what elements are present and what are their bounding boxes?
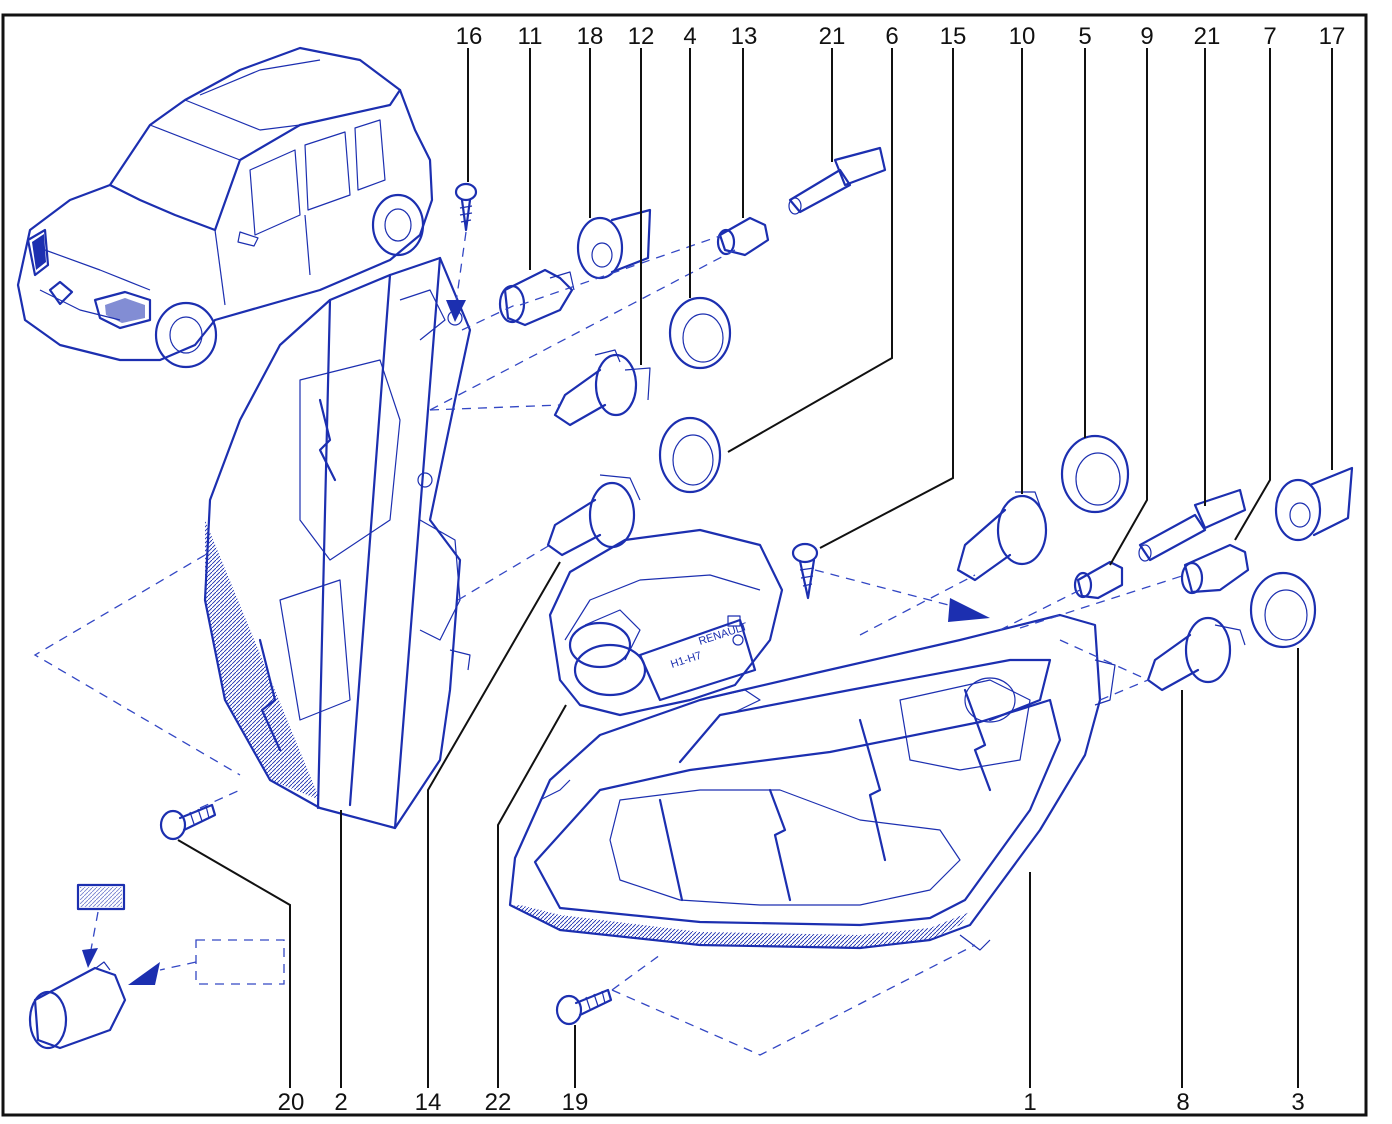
label-8: 8: [1176, 1089, 1189, 1116]
bulb-holder-21-top: [788, 146, 887, 215]
label-11: 11: [518, 23, 543, 50]
bulb-holder-18: [576, 208, 652, 280]
screw-15: [791, 542, 819, 600]
halogen-bulb-10: [956, 491, 1048, 582]
bulb-7: [1180, 543, 1250, 595]
bulb-detail-inset: [28, 883, 285, 1050]
top-part-labels: 16 11 18 12 4 13 21 6 15 10 5 9 21 7 17: [456, 23, 1346, 50]
label-16: 16: [456, 23, 483, 50]
label-2: 2: [334, 1089, 347, 1116]
label-7: 7: [1263, 23, 1276, 50]
label-18: 18: [577, 23, 604, 50]
label-22: 22: [485, 1089, 512, 1116]
label-6: 6: [885, 23, 898, 50]
label-21-right: 21: [1194, 23, 1221, 50]
halogen-bulb-14: [546, 474, 641, 557]
label-4: 4: [683, 23, 696, 50]
label-3: 3: [1291, 1089, 1304, 1116]
headlamp-unit-right: [508, 613, 1116, 951]
screw-19: [555, 988, 613, 1026]
assembly-lines: [33, 231, 1186, 1056]
label-5: 5: [1078, 23, 1091, 50]
cap-3: [1249, 571, 1317, 649]
bulb-holder-17: [1274, 466, 1354, 542]
screw-20: [159, 803, 217, 841]
bulb-9: [1073, 560, 1124, 600]
bulb-holder-21-right: [1138, 488, 1247, 562]
label-15: 15: [940, 23, 967, 50]
leader-lines: [177, 48, 1333, 1088]
spare-bulb-kit: H1-H7 RENAULT: [548, 528, 784, 717]
cap-4: [668, 296, 732, 370]
label-10: 10: [1009, 23, 1036, 50]
screw-16: [454, 182, 478, 232]
bottom-part-labels: 20 2 14 22 19 1 8 3: [278, 1089, 1305, 1116]
label-20: 20: [278, 1089, 305, 1116]
bulb-kit-box-label: H1-H7: [669, 650, 703, 671]
bulb-11: [498, 268, 575, 327]
label-21-top: 21: [819, 23, 846, 50]
halogen-bulb-12: [553, 349, 651, 427]
label-14: 14: [415, 1089, 442, 1116]
label-19: 19: [562, 1089, 589, 1116]
diagram-frame: [1, 13, 1368, 1117]
car-illustration: [16, 46, 434, 369]
cap-6: [658, 416, 722, 494]
label-12: 12: [628, 23, 655, 50]
label-9: 9: [1140, 23, 1153, 50]
bulb-13: [716, 216, 770, 257]
label-17: 17: [1319, 23, 1346, 50]
label-1: 1: [1023, 1089, 1036, 1116]
cap-5: [1060, 434, 1130, 514]
headlamp-unit-left: [203, 256, 472, 830]
label-13: 13: [731, 23, 758, 50]
halogen-bulb-8: [1146, 616, 1246, 692]
